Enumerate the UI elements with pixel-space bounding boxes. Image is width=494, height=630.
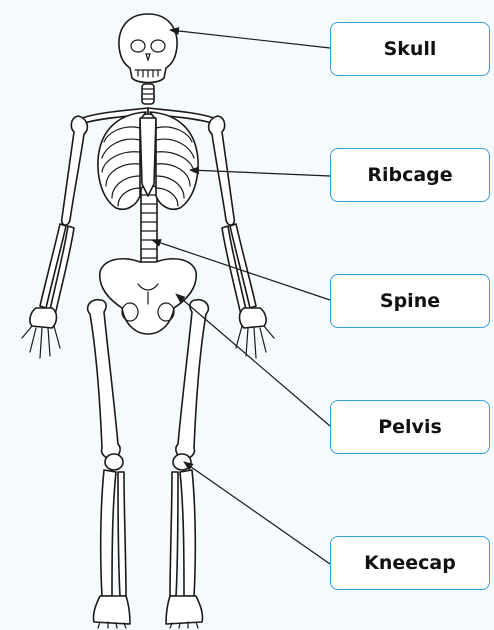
kneecap-leader [184, 462, 330, 564]
kneecap-label[interactable]: Kneecap [330, 536, 490, 590]
ribcage-label[interactable]: Ribcage [330, 148, 490, 202]
skull-leader [170, 30, 330, 48]
kneecap-bone [105, 454, 191, 470]
shin-bones [101, 470, 196, 596]
skull-label[interactable]: Skull [330, 22, 490, 76]
pelvis-bone [100, 259, 196, 334]
ribcage-bone [98, 112, 198, 209]
pelvis-label[interactable]: Pelvis [330, 400, 490, 454]
ribcage-leader [190, 170, 330, 176]
foot-bones [93, 596, 202, 628]
skull-bone [119, 14, 177, 83]
spine-label[interactable]: Spine [330, 274, 490, 328]
